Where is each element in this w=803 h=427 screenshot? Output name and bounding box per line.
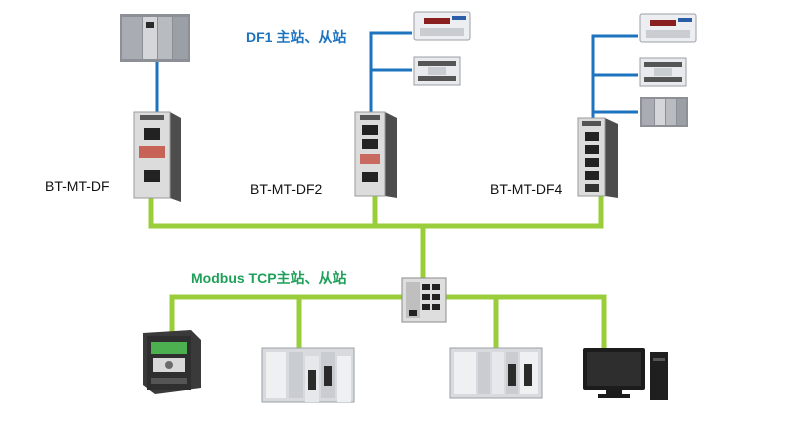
ethernet-links: [148, 195, 607, 351]
io-module-icon: [413, 56, 461, 86]
df1-links: [155, 31, 638, 118]
hmi-panel-icon: [639, 13, 697, 43]
io-module-icon: [639, 57, 687, 87]
hmi-panel-icon: [413, 11, 471, 41]
gateway-bt-mt-df4: [577, 117, 618, 198]
gateway-bt-mt-df2: [354, 111, 397, 198]
desktop-computer-icon: [583, 348, 668, 400]
vfd-drive-icon: [143, 330, 201, 394]
plc-rack-icon: [120, 14, 190, 62]
gateway-label-df2: BT-MT-DF2: [250, 181, 323, 197]
modular-plc-icon: [449, 347, 543, 399]
modular-plc-icon: [261, 347, 355, 403]
df1-network-title: DF1 主站、从站: [246, 29, 347, 45]
modbus-network-title: Modbus TCP主站、从站: [191, 270, 347, 286]
gateway-bt-mt-df: [133, 111, 181, 202]
gateway-label-df4: BT-MT-DF4: [490, 181, 563, 197]
industrial-switch-icon: [401, 277, 447, 323]
gateway-label-df: BT-MT-DF: [45, 178, 110, 194]
plc-rack-icon: [640, 97, 688, 127]
